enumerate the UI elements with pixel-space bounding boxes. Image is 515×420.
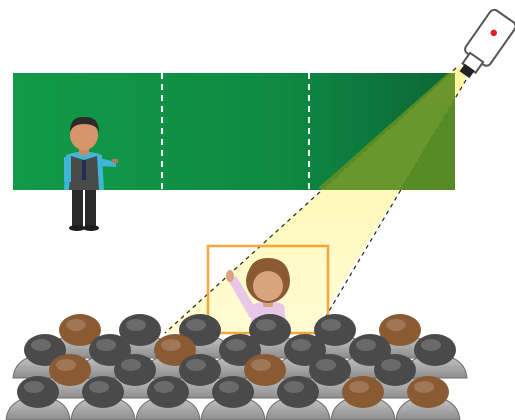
camera-record-light xyxy=(490,29,497,37)
audience-member xyxy=(135,376,201,420)
audience-member xyxy=(265,376,331,420)
student-raising-hand xyxy=(226,258,290,340)
tracking-camera-icon xyxy=(459,8,515,79)
audience-member xyxy=(402,334,468,379)
presenter-figure xyxy=(64,116,118,231)
audience-member xyxy=(200,376,266,420)
audience-member xyxy=(70,376,136,420)
zone-dividers xyxy=(161,73,310,215)
beam-on-board xyxy=(318,73,455,190)
audience xyxy=(5,314,468,420)
audience-member xyxy=(330,376,396,420)
audience-member xyxy=(5,376,71,420)
audience-member xyxy=(395,376,461,420)
